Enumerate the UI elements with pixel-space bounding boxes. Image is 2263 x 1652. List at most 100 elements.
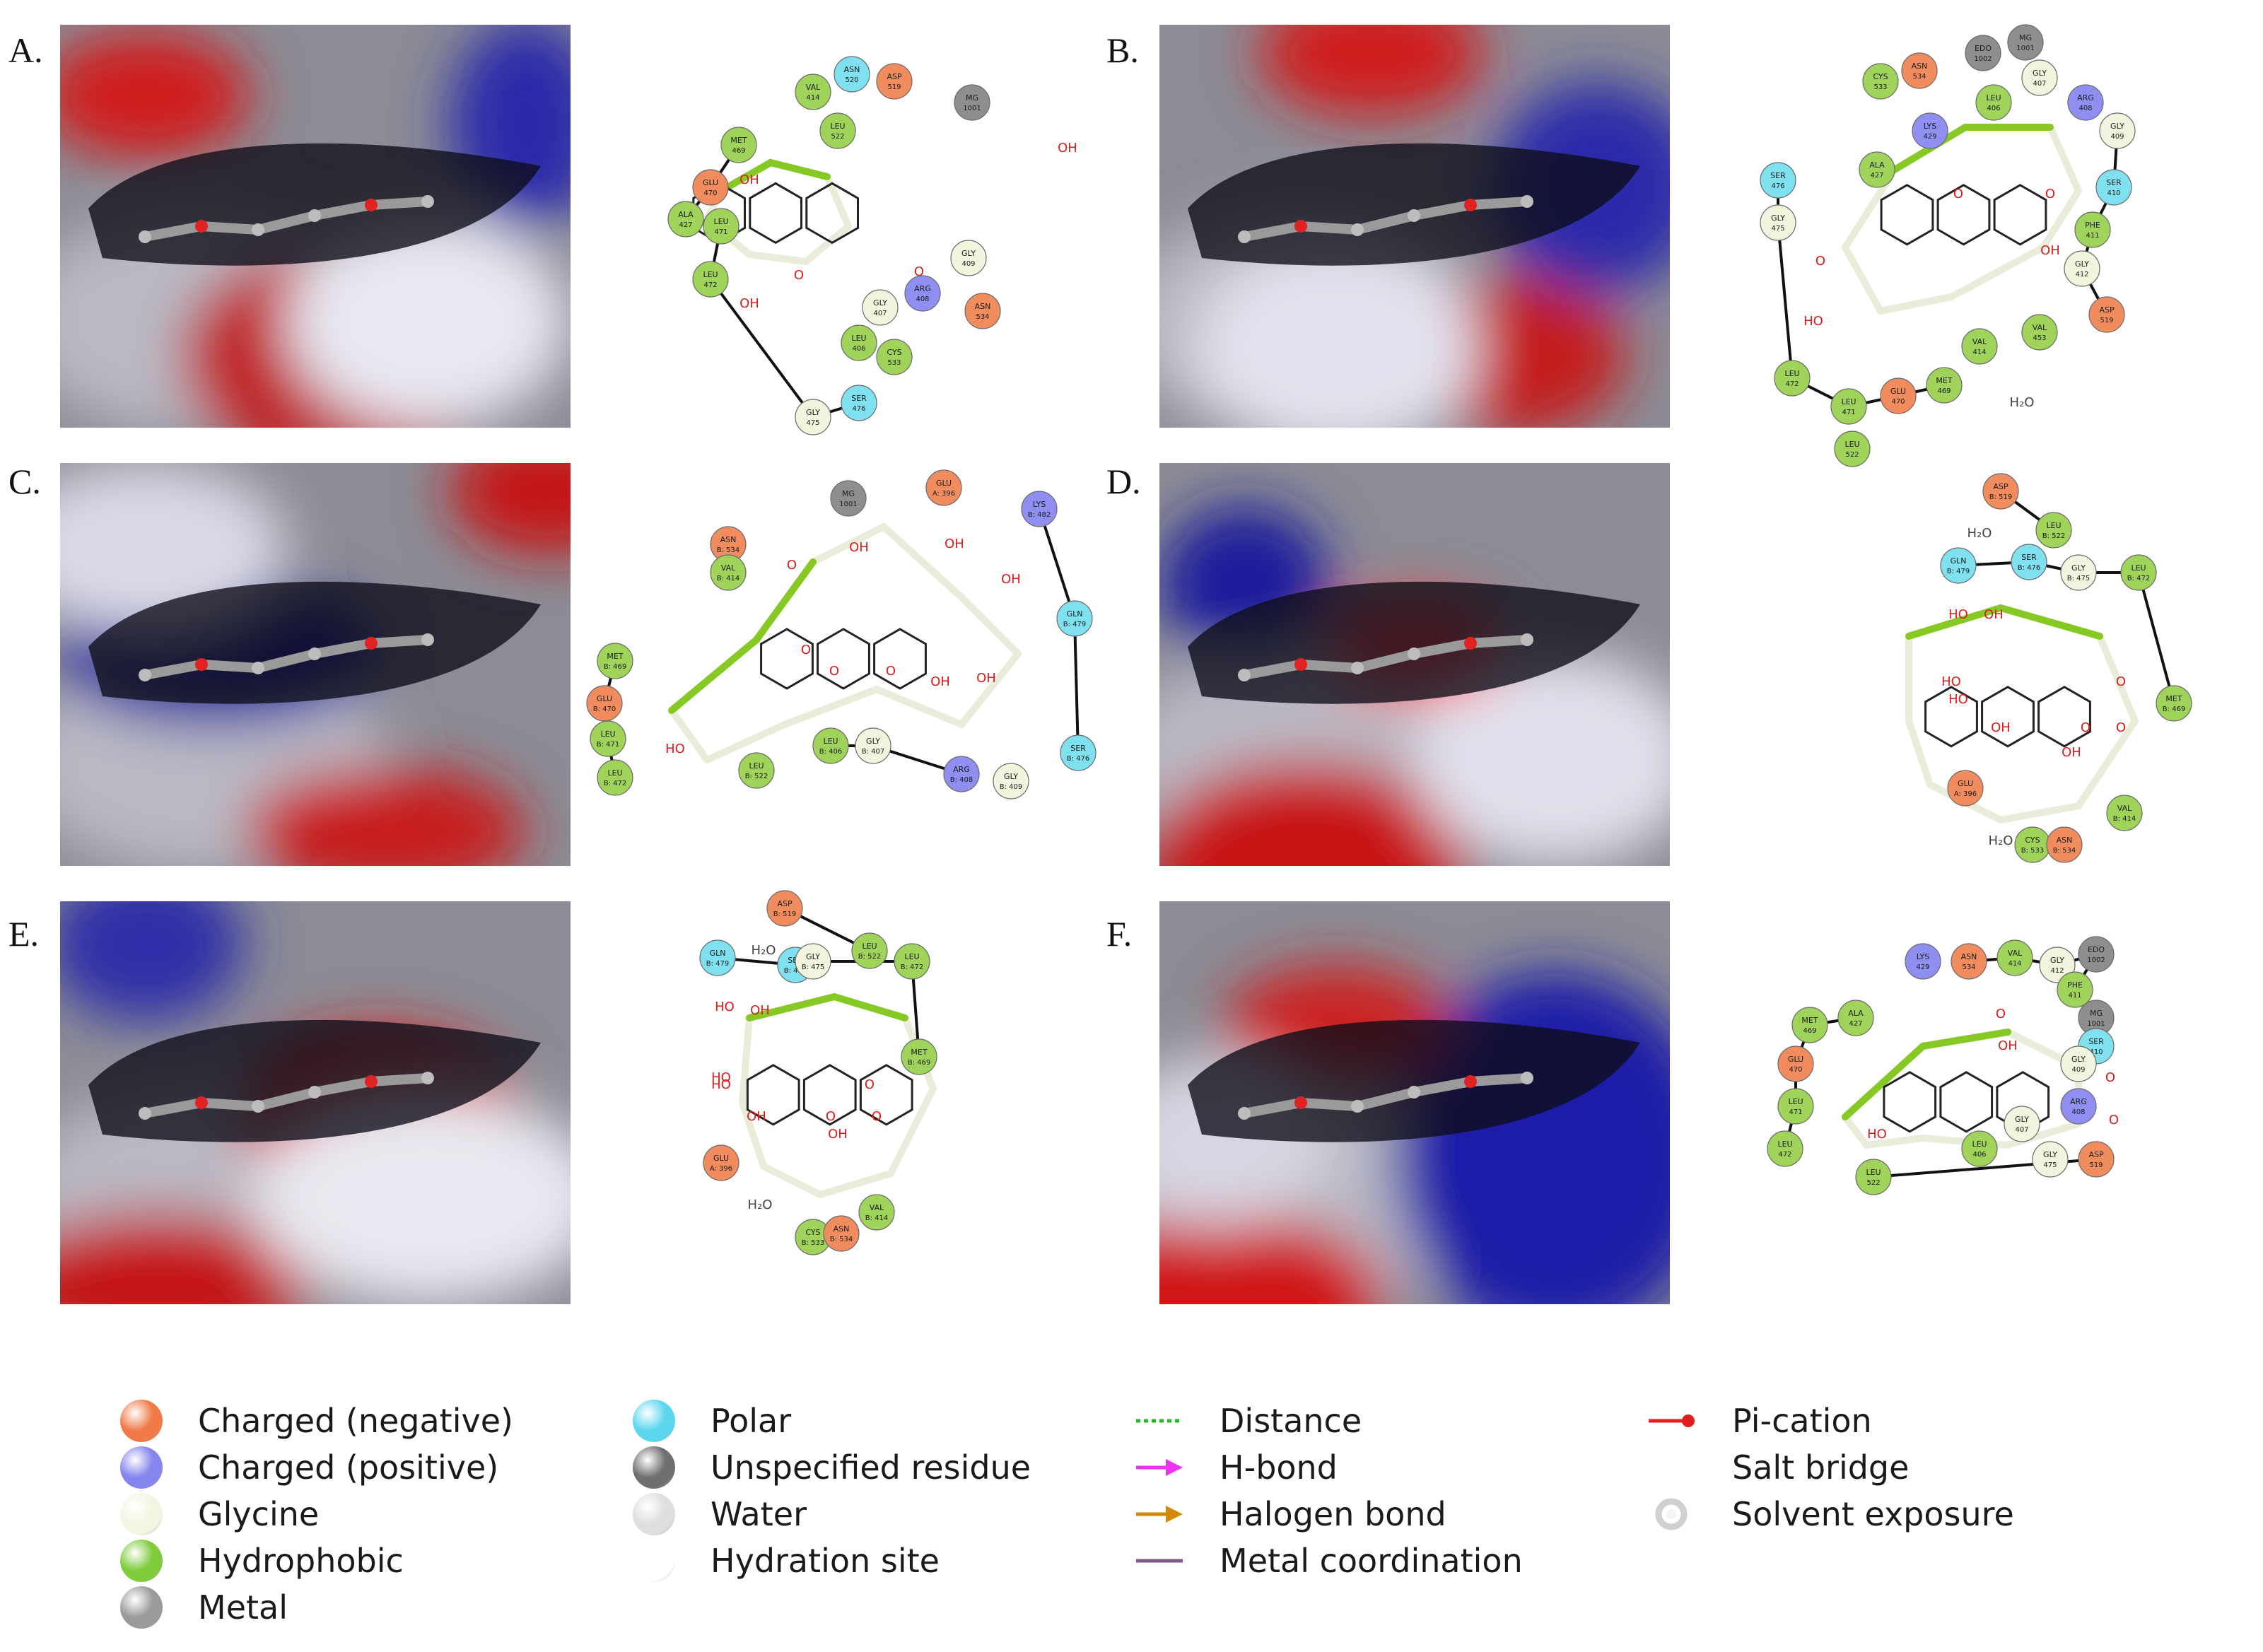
residue-number: B: 476	[784, 967, 807, 975]
ligand-ring	[1880, 184, 1934, 246]
residue-name: ALA	[1869, 160, 1885, 170]
residue-name: LEU	[1788, 1097, 1803, 1106]
atom-label: O	[787, 558, 797, 573]
ligand-ring	[1924, 686, 1978, 748]
ligand-stick-model	[1238, 1072, 1533, 1120]
residue-name: ASP	[2099, 305, 2115, 315]
legend-label: Solvent exposure	[1732, 1495, 2014, 1533]
legend-label: Hydration site	[711, 1542, 940, 1580]
residue-name: LEU	[851, 334, 866, 343]
binding-pocket	[88, 1019, 541, 1142]
residue-number: 410	[2089, 1048, 2103, 1056]
residue-number: 472	[1778, 1151, 1791, 1159]
legend-item-distance: Distance	[1135, 1400, 1362, 1442]
residue-name: LEU	[862, 942, 877, 951]
residue-number: 519	[2100, 317, 2113, 324]
residue-number: 406	[1987, 105, 2000, 112]
atom-label: O	[801, 643, 811, 657]
residue-bubble	[904, 275, 941, 312]
residue-name: MET	[911, 1048, 927, 1057]
residue-bubble	[2021, 314, 2058, 351]
residue-name: LEU	[1841, 397, 1856, 406]
residue-node: LEU B: 522	[851, 932, 888, 969]
atom-label: O	[1953, 187, 1963, 201]
legend-label: Glycine	[198, 1495, 320, 1533]
residue-name: VAL	[2033, 323, 2047, 332]
atom-label: O	[2081, 720, 2091, 735]
residue-bubble	[925, 469, 962, 506]
residue-number: 414	[806, 94, 819, 102]
residue-number: B: 482	[1028, 511, 1051, 519]
legend-item-pi-cation: Pi-cation	[1647, 1400, 1872, 1442]
residue-bubble	[703, 1144, 739, 1181]
atom-label: OH	[2040, 243, 2060, 258]
residue-bubble	[2078, 1141, 2115, 1178]
residue-bubble	[2074, 211, 2111, 248]
atom-label: OH	[1001, 572, 1021, 587]
legend-item-metal-coordination: Metal coordination	[1135, 1540, 1523, 1582]
residue-number: 475	[806, 419, 819, 427]
residue-number: B: 519	[1989, 493, 2013, 501]
residue-name: LEU	[1777, 1140, 1792, 1149]
ligand-stick-model	[1238, 195, 1533, 243]
atom-label: OH	[930, 674, 950, 689]
residue-number: B: 522	[858, 953, 882, 961]
residue-name: GLY	[1004, 772, 1018, 781]
residue-name: GLY	[866, 737, 880, 746]
legend-label: Water	[711, 1495, 807, 1533]
ligand-structure	[746, 1064, 913, 1126]
pocket-contour-hydrophobic	[1905, 604, 2103, 640]
residue-number: 407	[2033, 80, 2046, 88]
residue-bubble	[1912, 112, 1948, 149]
residue-number: 429	[1923, 133, 1936, 141]
halogen-bond-arrow-icon	[1136, 1506, 1183, 1523]
residue-number: 476	[1771, 182, 1784, 190]
residue-name: ALA	[1848, 1009, 1864, 1018]
residue-name: ASP	[1993, 482, 2008, 491]
residue-number: B: 475	[802, 963, 825, 971]
residue-number: 534	[976, 313, 989, 321]
residue-bubble	[1837, 1000, 1874, 1036]
residue-number: 406	[852, 345, 865, 353]
panel-label-e: E.	[8, 914, 40, 954]
residue-bubble	[1905, 943, 1941, 980]
residue-name: LYS	[1917, 952, 1929, 961]
residue-number: 412	[2075, 271, 2088, 279]
atom-label: OH	[750, 1003, 770, 1018]
residue-bubble	[2156, 685, 2192, 722]
atom-label: O	[1996, 1007, 2006, 1021]
residue-number: 427	[679, 221, 692, 229]
atom-label: H₂O	[1967, 526, 1992, 541]
atom-label: OH	[1998, 1038, 2018, 1053]
residue-name: EDO	[2088, 945, 2105, 954]
residue-bubble	[2032, 1141, 2069, 1178]
residue-number: A: 396	[1954, 790, 1977, 798]
ligand-ring	[805, 182, 859, 245]
legend-label: Salt bridge	[1732, 1448, 1910, 1487]
residue-bubble	[819, 112, 856, 149]
binding-pocket	[1188, 143, 1640, 266]
surface-patch	[1258, 25, 1485, 117]
atom-label: H₂O	[752, 943, 776, 958]
